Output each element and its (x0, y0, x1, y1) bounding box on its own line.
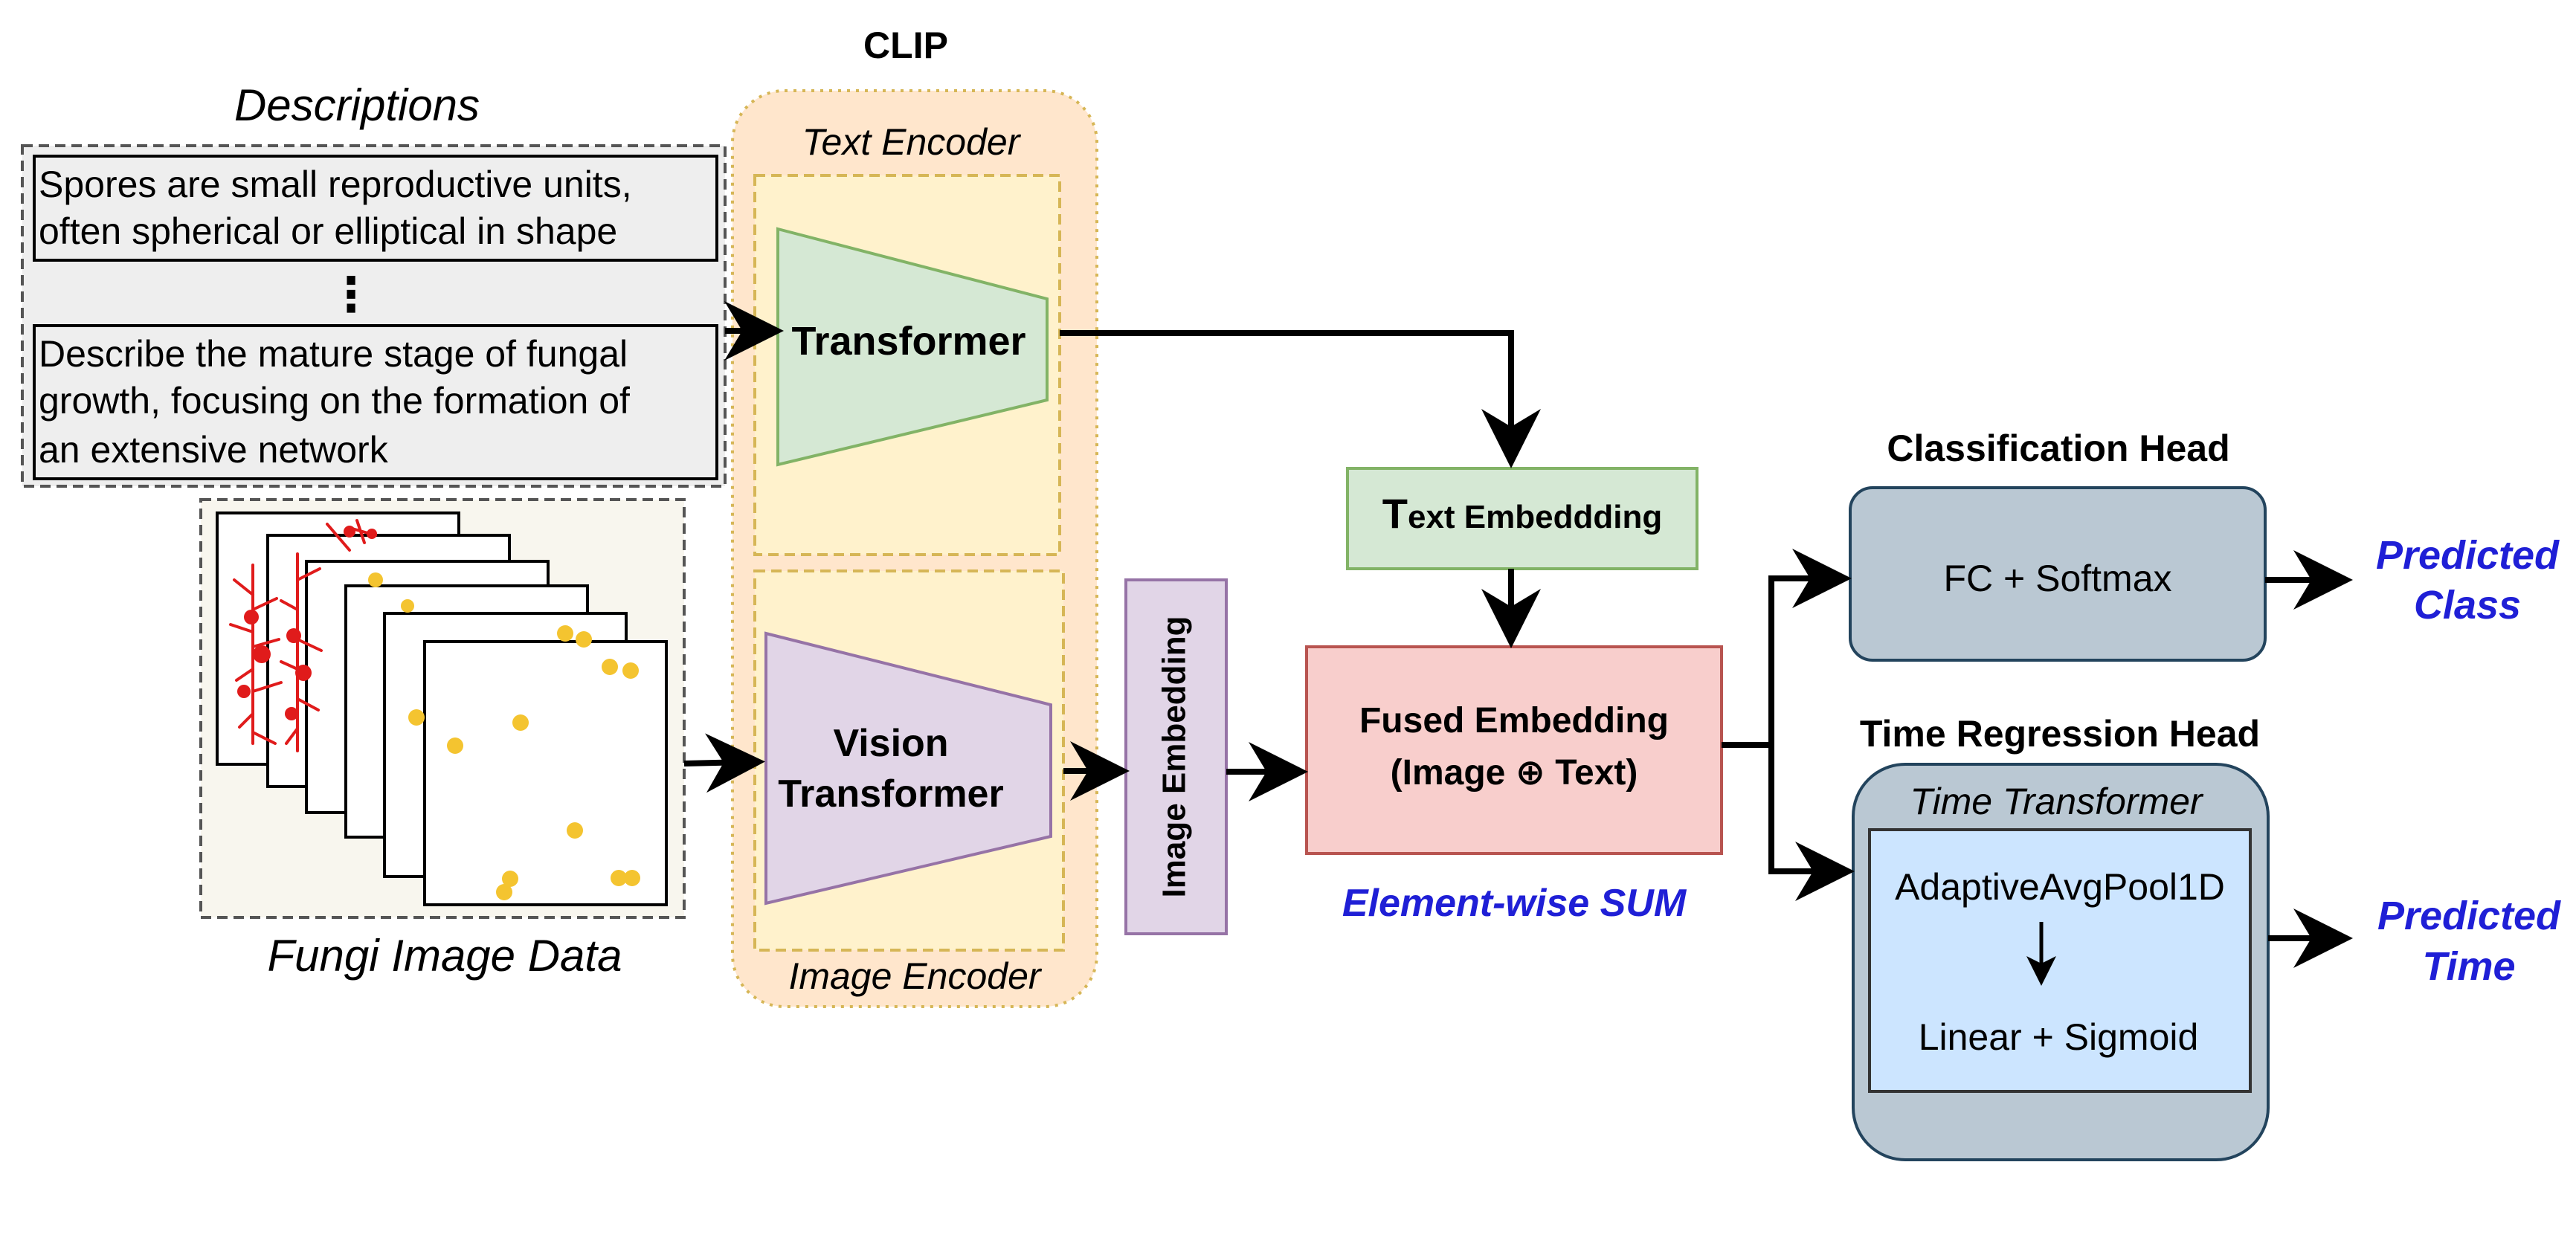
text-embedding-cap: T (1382, 490, 1408, 537)
arrow-fused-to-time (1768, 745, 1855, 901)
arrow-images-to-vision-transformer (683, 733, 765, 793)
description-2-line-1: Describe the mature stage of fungal (39, 333, 628, 375)
adaptive-avg-pool-label: AdaptiveAvgPool1D (1895, 866, 2225, 908)
classification-head-label: FC + Softmax (1943, 558, 2171, 599)
description-2-line-2: growth, focusing on the formation of (39, 380, 630, 422)
descriptions-title: Descriptions (234, 80, 480, 130)
arrow-fused-to-classification (1768, 549, 1852, 745)
text-embedding-box (1346, 467, 1698, 570)
mycelium-dots (237, 526, 377, 720)
predicted-time-line2: Time (2422, 944, 2515, 989)
clip-title: CLIP (863, 25, 948, 66)
description-1-line-2: often spherical or elliptical in shape (39, 210, 617, 252)
fused-embedding-line2: (Image ⊕ Text) (1391, 753, 1638, 793)
text-transformer-block (776, 227, 1049, 467)
fungi-image-label: Fungi Image Data (268, 931, 622, 981)
predicted-class-line1: Predicted (2376, 533, 2560, 578)
vision-transformer-label-line1: Vision (833, 722, 948, 765)
predicted-class-line2: Class (2414, 583, 2521, 627)
text-embedding-label: Text Embeddding (1382, 490, 1662, 537)
description-2-line-3: an extensive network (39, 429, 389, 471)
predicted-time-line1: Predicted (2377, 894, 2561, 938)
description-box-2 (33, 324, 718, 480)
fungi-frame-6 (423, 640, 668, 906)
fused-embedding-line1: Fused Embedding (1359, 701, 1669, 740)
element-wise-sum-label: Element-wise SUM (1342, 882, 1687, 925)
image-encoder-label: Image Encoder (788, 955, 1042, 997)
vision-transformer-block (764, 631, 1052, 906)
spore-dots (368, 572, 640, 900)
classification-head-title: Classification Head (1887, 427, 2229, 469)
description-1-line-1: Spores are small reproductive units, (39, 164, 632, 205)
image-embedding-box (1124, 578, 1228, 935)
connectors (683, 301, 2353, 968)
linear-sigmoid-label: Linear + Sigmoid (1919, 1016, 2199, 1058)
arrow-transformer-to-text-embedding (1060, 330, 1541, 468)
time-regression-head-title: Time Regression Head (1860, 713, 2260, 755)
image-embedding-label: Image Embedding (1156, 616, 1193, 898)
text-embedding-rest: ext Embeddding (1408, 499, 1662, 535)
time-transformer-inner-box (1868, 828, 2252, 1093)
description-ellipsis: ⋮ (327, 268, 375, 321)
text-encoder-label: Text Encoder (802, 121, 1022, 163)
mycelium-network (229, 519, 377, 752)
vision-transformer-label-line2: Transformer (778, 772, 1003, 816)
fungi-image-stack (216, 511, 668, 906)
time-transformer-label: Time Transformer (1910, 781, 2203, 822)
description-box-1 (33, 155, 718, 262)
text-transformer-label: Transformer (791, 319, 1025, 364)
fused-embedding-box (1305, 645, 1723, 855)
